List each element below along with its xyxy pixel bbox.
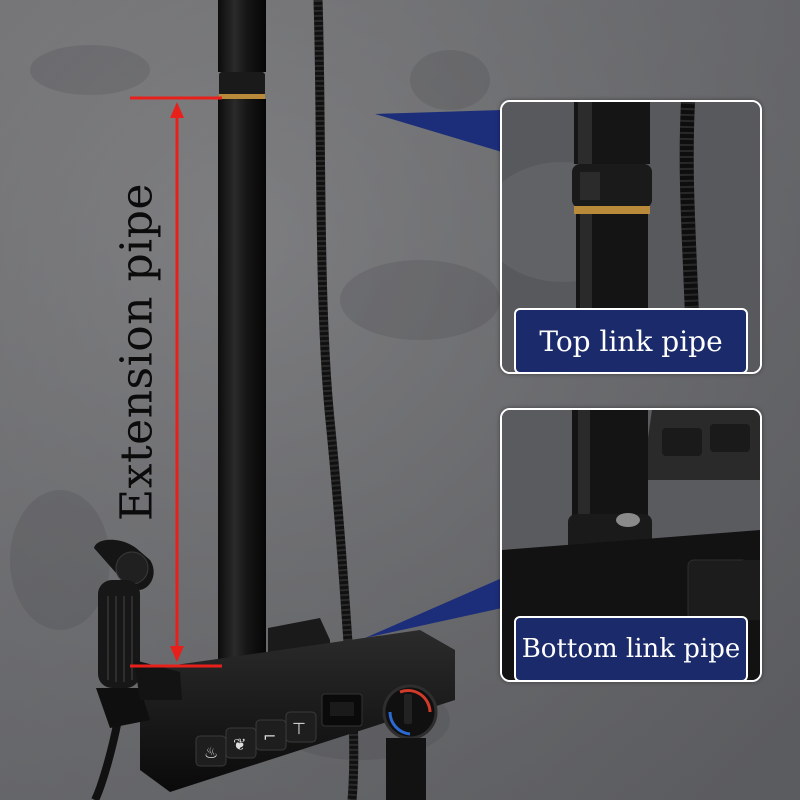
top-pointer: [375, 110, 502, 152]
svg-text:⊤: ⊤: [292, 719, 306, 738]
bottom-link-inset: Bottom link pipe: [500, 408, 762, 682]
bidet-hose: [91, 719, 122, 800]
bottom-link-caption: Bottom link pipe: [514, 616, 748, 680]
top-link-inset: Top link pipe: [500, 100, 762, 374]
upper-pipe: [218, 0, 266, 72]
mode-buttons: ♨ ❦ ⌐ ⊤: [195, 711, 317, 767]
svg-text:♨: ♨: [204, 743, 218, 762]
svg-text:❦: ❦: [233, 735, 246, 754]
svg-text:⌐: ⌐: [263, 727, 276, 746]
top-connector: [219, 72, 265, 96]
lower-outlet: [386, 738, 426, 800]
extension-pipe: [218, 99, 266, 677]
bidet-sprayer: [94, 539, 182, 728]
extension-pipe-label: Extension pipe: [111, 183, 163, 521]
top-link-caption: Top link pipe: [514, 308, 748, 372]
measurement-arrow: [130, 96, 222, 668]
bottom-pointer: [365, 578, 502, 638]
